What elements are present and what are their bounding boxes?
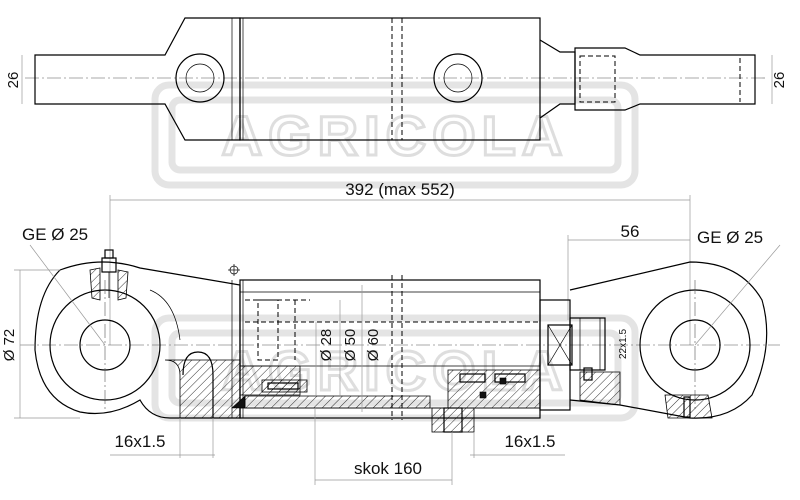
- barrel-diameter-label: Ø 60: [365, 329, 382, 362]
- pin-right-callout: GE Ø 25: [694, 228, 781, 346]
- top-dim-right: 26: [771, 72, 788, 89]
- watermark-top: AGRICOLA: [151, 81, 639, 189]
- port-left-label: 16x1.5: [114, 432, 165, 451]
- thread-label: 22x1.5: [618, 329, 629, 359]
- pin-left-label: GE Ø 25: [22, 225, 88, 244]
- front-view: 22x1.5: [20, 249, 780, 433]
- overall-length-label: 392 (max 552): [345, 180, 455, 199]
- top-barrel: [239, 17, 541, 141]
- eye-diameter-dimension: Ø 72: [1, 269, 80, 419]
- gland-head-section: [447, 369, 541, 409]
- rod-extension-dimension: 56: [567, 222, 690, 320]
- top-rod-end: [574, 47, 756, 111]
- rod-thread: [569, 317, 606, 371]
- port-right-label: 16x1.5: [504, 432, 555, 451]
- right-eye-section: [664, 394, 713, 419]
- port-left-dimension: 16x1.5: [110, 418, 215, 458]
- stroke-label: skok 160: [354, 459, 422, 478]
- left-eye-housing: [34, 261, 241, 419]
- pin-left-callout: GE Ø 25: [22, 225, 106, 346]
- eye-diameter-label: Ø 72: [1, 329, 18, 362]
- port-right-dimension: 16x1.5: [470, 432, 565, 458]
- crosshair-icon: [228, 264, 240, 276]
- piston-diameter-label: Ø 50: [342, 329, 359, 362]
- right-port-fitting: [431, 407, 475, 433]
- diameter-dimensions: Ø 28 Ø 50 Ø 60: [315, 285, 382, 412]
- top-view: 26 26: [5, 17, 788, 141]
- left-port-bore: [182, 351, 214, 418]
- piston-rod-section: [244, 395, 431, 409]
- top-left-boss: [175, 53, 225, 103]
- rod-extension-label: 56: [621, 222, 640, 241]
- overall-length-dimension: 392 (max 552): [109, 180, 691, 345]
- top-dim-left: 26: [5, 72, 22, 89]
- watermark-text-top: AGRICOLA: [222, 104, 569, 167]
- left-cap-section: [164, 359, 241, 419]
- stroke-dimension: skok 160: [314, 408, 453, 485]
- top-right-boss: [433, 53, 483, 103]
- grease-nipple: [89, 249, 129, 301]
- right-eye-housing: [569, 261, 768, 419]
- rod-diameter-label: Ø 28: [318, 329, 335, 362]
- pin-right-label: GE Ø 25: [697, 228, 763, 247]
- top-left-tongue: [34, 17, 241, 141]
